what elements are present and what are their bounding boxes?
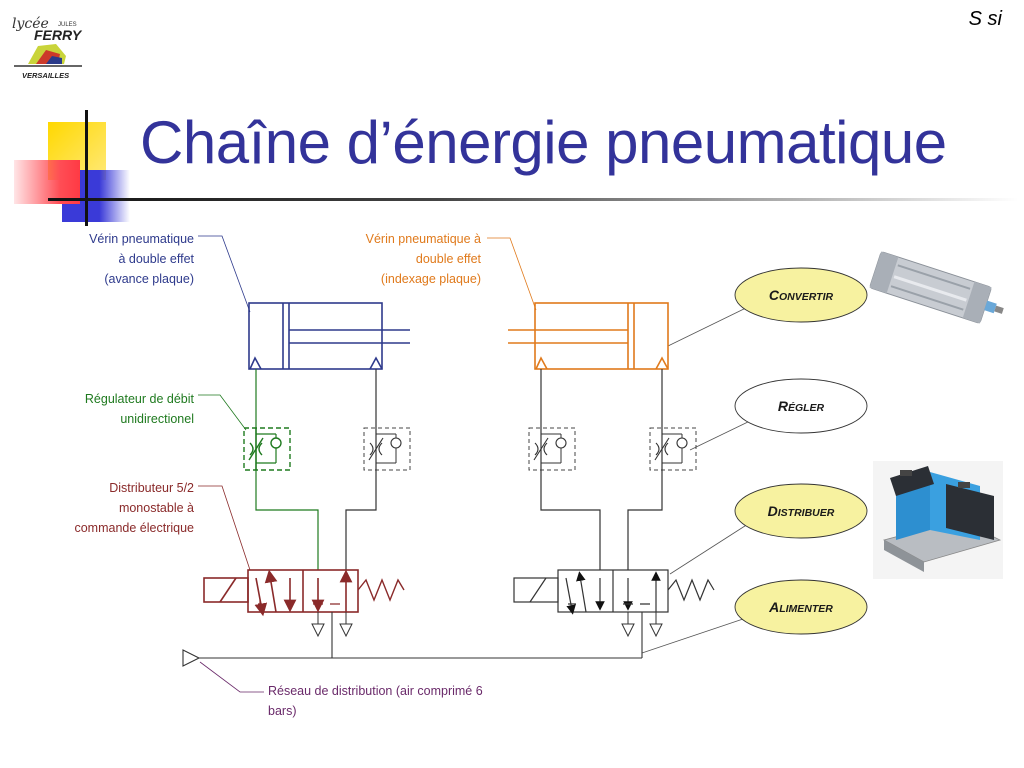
function-alimenter: ALIMENTER (734, 579, 868, 635)
label-reseau: Réseau de distribution (air comprimé 6 b… (268, 681, 483, 721)
function-distribuer: DISTRIBUER (734, 483, 868, 539)
course-tag: S si (968, 8, 1002, 30)
school-logo-graphic: lycée JULES FERRY VERSAILLES (12, 16, 83, 80)
verin-droite (508, 302, 669, 370)
logo-line1: lycée (12, 16, 49, 32)
line-green-bottom (255, 470, 319, 570)
distribuer-first: D (768, 503, 778, 519)
label-verin-gauche-line2: à double effet (118, 252, 194, 266)
verin-gauche (248, 302, 410, 370)
decor-vertical-bar (85, 110, 88, 226)
page-title: Chaîne d’énergie pneumatique (140, 109, 947, 176)
regulateur-2 (363, 427, 411, 471)
label-regulateur: Régulateur de débit unidirectionel (85, 389, 194, 429)
distributeur-droite (513, 569, 715, 615)
label-regulateur-line1: Régulateur de débit (84, 392, 194, 406)
leader-verin-gauche (198, 235, 251, 313)
svg-text:CONVERTIR: CONVERTIR (769, 287, 834, 303)
lines-upper (255, 369, 663, 428)
verin-droite-port-left (535, 356, 548, 370)
leader-verin-droite (487, 237, 537, 311)
solenoide-droite (513, 577, 559, 603)
line-left2-bottom (345, 470, 377, 570)
label-verin-droite-line3: (indexage plaque) (380, 272, 481, 286)
photo-cylinder (869, 251, 1004, 324)
label-verin-droite: Vérin pneumatique à double effet (indexa… (366, 229, 481, 289)
verin-gauche-body (248, 302, 383, 370)
distributeur-gauche (203, 569, 405, 617)
leader-regulateur (198, 394, 247, 431)
logo-line3: FERRY (34, 27, 83, 43)
verin-gauche-port-left (249, 356, 262, 370)
distribuer-rest: ISTRIBUER (778, 507, 835, 519)
leader-lines (198, 235, 753, 693)
regulateur-1 (243, 427, 291, 471)
verin-gauche-port-right (369, 356, 383, 370)
svg-text:ALIMENTER: ALIMENTER (768, 599, 833, 615)
leader-alimenter (641, 617, 747, 654)
leader-reseau (199, 661, 264, 693)
leader-convertir (667, 305, 751, 347)
label-regulateur-line2: unidirectionel (120, 412, 194, 426)
label-distributeur-line2: monostable à (118, 501, 194, 515)
convertir-rest: ONVERTIR (779, 291, 833, 303)
verin-droite-port-right (655, 356, 669, 370)
label-verin-gauche-line1: Vérin pneumatique (89, 232, 194, 246)
exhausts (311, 612, 663, 638)
verin-droite-body (534, 302, 669, 370)
label-verin-droite-line2: double effet (415, 252, 481, 266)
convertir-first: C (769, 287, 780, 303)
regulateur-4 (649, 427, 697, 471)
alimenter-first: A (768, 599, 779, 615)
label-distributeur: Distributeur 5/2 monostable à commande é… (74, 478, 194, 538)
school-logo: lycée JULES FERRY VERSAILLES (6, 6, 90, 86)
photo-valve (873, 461, 1003, 579)
function-regler: RÉGLER (734, 378, 868, 434)
svg-text:RÉGLER: RÉGLER (778, 398, 825, 414)
regler-first: R (778, 398, 789, 414)
leader-regler (689, 419, 753, 451)
label-verin-droite-line1: Vérin pneumatique à (365, 232, 481, 246)
label-distributeur-line3: commande électrique (74, 521, 194, 535)
source-triangle (182, 649, 201, 667)
leader-distribuer (669, 523, 749, 575)
logo-shape-blue (46, 56, 62, 64)
label-reseau-line2: bars) (268, 704, 297, 718)
regulateur-3 (528, 427, 576, 471)
label-reseau-line1: Réseau de distribution (air comprimé 6 (268, 684, 483, 698)
label-verin-gauche-line3: (avance plaque) (104, 272, 194, 286)
label-verin-gauche: Vérin pneumatique à double effet (avance… (89, 229, 194, 289)
label-distributeur-line1: Distributeur 5/2 (109, 481, 194, 495)
regler-rest: ÉGLER (788, 401, 825, 414)
leader-distributeur (198, 485, 251, 571)
decor-red-square (14, 160, 80, 204)
line-right2-bottom (627, 470, 663, 570)
lines-middle (255, 470, 663, 570)
function-convertir: CONVERTIR (734, 267, 868, 323)
logo-line4: VERSAILLES (22, 71, 69, 80)
supply-network (182, 612, 643, 667)
title-underline (48, 198, 1018, 201)
solenoide-gauche (203, 577, 249, 603)
line-right1-bottom (540, 470, 601, 570)
logo-line2: JULES (58, 22, 77, 28)
alimenter-rest: LIMENTER (779, 603, 833, 615)
svg-text:DISTRIBUER: DISTRIBUER (768, 503, 835, 519)
